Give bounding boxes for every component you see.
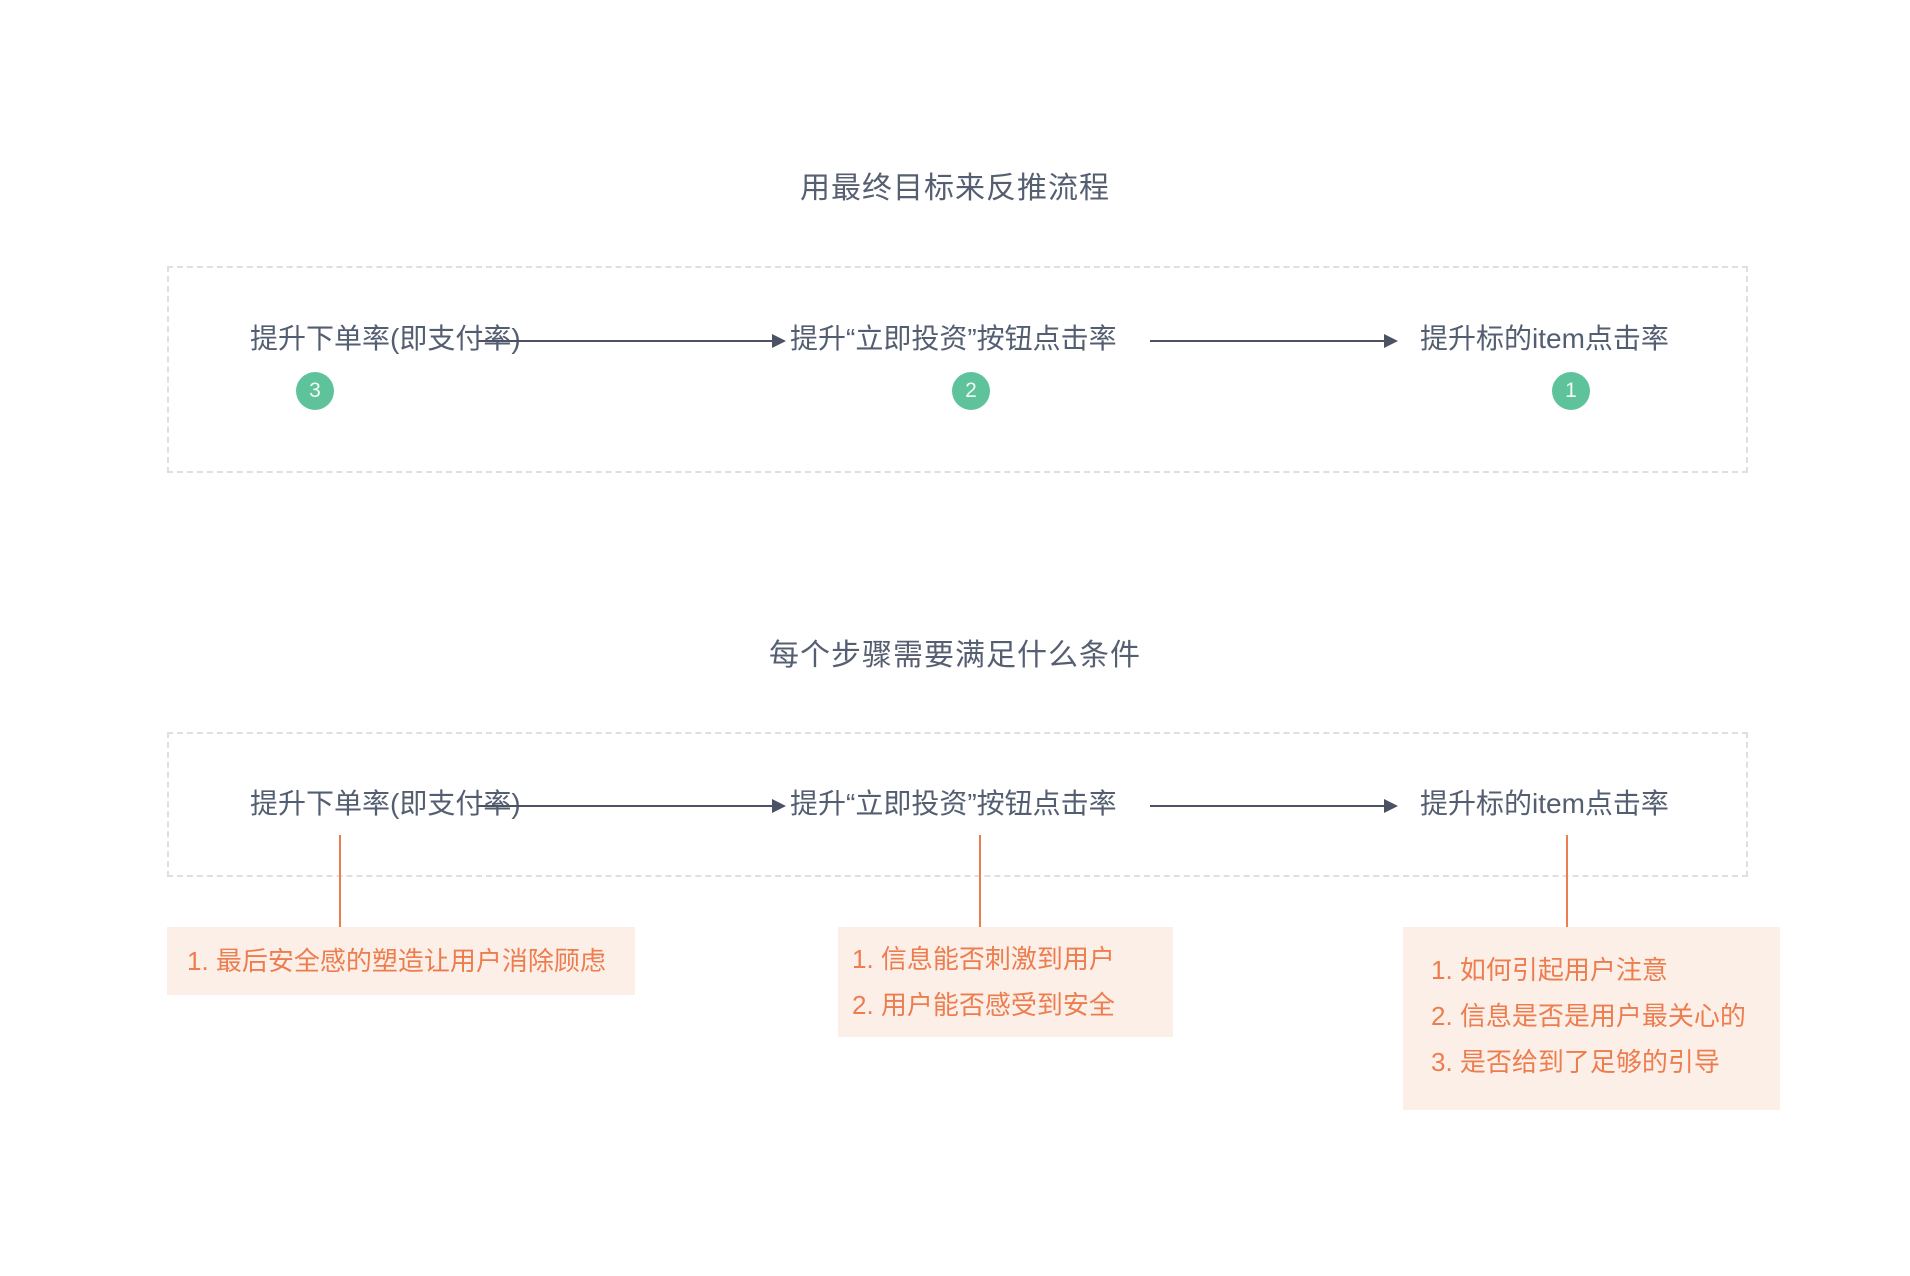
connector-line (1566, 835, 1568, 927)
arrow-right-icon (1150, 334, 1398, 348)
arrow-right-icon (478, 334, 786, 348)
flow-node-order-rate: 提升下单率(即支付率) (250, 788, 521, 819)
note-item: 1. 最后安全感的塑造让用户消除顾虑 (187, 946, 606, 976)
flow-node-order-rate: 提升下单率(即支付率) (250, 323, 521, 354)
note-box-order-rate: 1. 最后安全感的塑造让用户消除顾虑 (167, 927, 635, 995)
arrow-right-icon (478, 799, 786, 813)
note-box-item-click: 1. 如何引起用户注意 2. 信息是否是用户最关心的 3. 是否给到了足够的引导 (1403, 927, 1780, 1110)
note-box-invest-button: 1. 信息能否刺激到用户 2. 用户能否感受到安全 (838, 927, 1173, 1037)
flow-node-item-click-rate: 提升标的item点击率 (1420, 788, 1669, 819)
connector-line (979, 835, 981, 927)
flow-node-invest-button-rate: 提升“立即投资”按钮点击率 (790, 788, 1117, 819)
flow-node-item-click-rate: 提升标的item点击率 (1420, 323, 1669, 354)
step-badge-2: 2 (952, 372, 990, 410)
flow-node-invest-button-rate: 提升“立即投资”按钮点击率 (790, 323, 1117, 354)
section2-flow-box: 提升下单率(即支付率) 提升“立即投资”按钮点击率 提升标的item点击率 (167, 732, 1748, 877)
section1-title: 用最终目标来反推流程 (800, 172, 1110, 205)
note-item: 3. 是否给到了足够的引导 (1431, 1047, 1720, 1077)
note-item: 1. 如何引起用户注意 (1431, 955, 1668, 985)
section2-title: 每个步骤需要满足什么条件 (769, 639, 1141, 672)
step-badge-1: 1 (1552, 372, 1590, 410)
section1-flow-box: 提升下单率(即支付率) 提升“立即投资”按钮点击率 提升标的item点击率 3 … (167, 266, 1748, 473)
step-badge-3: 3 (296, 372, 334, 410)
note-item: 1. 信息能否刺激到用户 (852, 944, 1115, 974)
arrow-right-icon (1150, 799, 1398, 813)
connector-line (339, 835, 341, 927)
note-item: 2. 用户能否感受到安全 (852, 990, 1115, 1020)
note-item: 2. 信息是否是用户最关心的 (1431, 1001, 1746, 1031)
